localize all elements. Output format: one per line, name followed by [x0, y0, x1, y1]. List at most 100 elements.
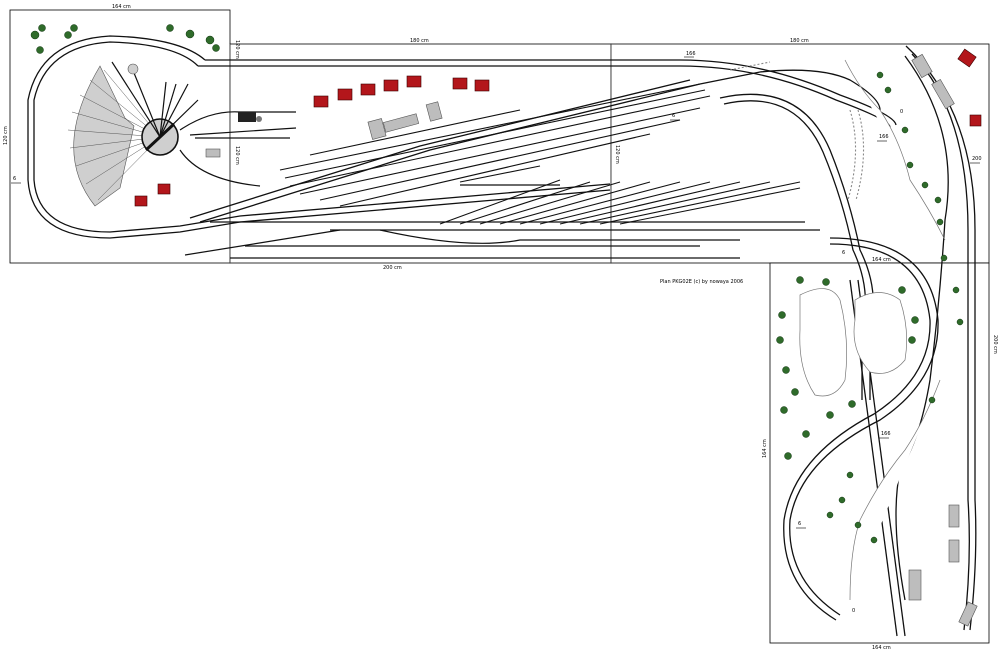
track: [789, 237, 939, 616]
dim-right-box-bottom: 164 cm: [872, 645, 891, 651]
station-building: [425, 101, 443, 122]
tree: [956, 318, 964, 326]
yard-track: [439, 179, 561, 225]
turntable-radial-tracks: [111, 61, 199, 138]
storage-track: [184, 229, 341, 256]
tree: [940, 254, 948, 262]
track: [895, 55, 949, 601]
track: [723, 100, 867, 400]
yard-track: [284, 89, 706, 179]
dim-bottom-mid: 200 cm: [383, 265, 402, 271]
tree: [884, 86, 892, 94]
tree: [822, 278, 830, 286]
track: [179, 111, 296, 131]
marker-label: 0: [900, 109, 903, 115]
industry-building: [931, 78, 955, 110]
tree: [854, 521, 862, 529]
yard-track: [339, 133, 651, 207]
hidden-track: [729, 61, 771, 71]
tree: [36, 46, 44, 54]
rock-formation: [853, 292, 907, 374]
tree: [784, 452, 792, 460]
house: [452, 77, 468, 90]
house: [406, 75, 422, 88]
house: [337, 88, 353, 101]
tree: [802, 430, 810, 438]
yard-track: [309, 109, 521, 156]
tree: [778, 311, 786, 319]
dim-top-left: 164 cm: [112, 4, 131, 10]
tree: [908, 336, 916, 344]
coal-bin: [205, 148, 221, 158]
dim-seam2: 120 cm: [614, 145, 620, 164]
yard-track: [279, 83, 701, 171]
tree: [848, 400, 856, 408]
yard-track: [619, 187, 801, 225]
tree: [205, 35, 215, 45]
markers: 166 6 166 6 200 0 166 6 6 0: [11, 51, 982, 614]
dim-top-mid: 180 cm: [410, 38, 429, 44]
industry-building: [948, 539, 960, 563]
house: [134, 195, 148, 207]
tree: [906, 161, 914, 169]
dim-seam1b: 120 cm: [234, 146, 240, 165]
yard-track: [559, 181, 741, 225]
hidden-track: [847, 109, 857, 201]
marker-label: 0: [852, 608, 855, 614]
tree: [776, 336, 784, 344]
storage-track: [379, 229, 740, 244]
house: [360, 83, 376, 96]
tree: [791, 388, 799, 396]
track: [783, 243, 931, 621]
engine-facility: [179, 111, 297, 187]
yard-track: [299, 107, 701, 195]
tree: [936, 218, 944, 226]
marker-label: 6: [798, 521, 801, 527]
yard-track: [499, 181, 651, 225]
marker-label: 6: [13, 176, 16, 182]
house: [474, 79, 490, 92]
industry-building: [911, 53, 933, 79]
board-right-top: [610, 43, 990, 264]
trees: [30, 24, 964, 544]
rock-formation: [799, 288, 847, 397]
track: [27, 35, 897, 239]
track: [179, 149, 261, 187]
yard-track: [319, 119, 681, 201]
tree: [921, 181, 929, 189]
tree: [38, 24, 46, 32]
tree: [185, 29, 195, 39]
track: [189, 127, 297, 136]
engine-shed: [238, 112, 256, 122]
tree: [901, 126, 909, 134]
dim-right-side: 200 cm: [992, 335, 998, 354]
tree: [780, 406, 788, 414]
industries: [908, 53, 978, 627]
marker-label: 6: [672, 113, 675, 119]
rock-outline: [844, 59, 946, 241]
house: [383, 79, 399, 92]
marker-label: 166: [881, 431, 891, 437]
tree: [782, 366, 790, 374]
yard-track: [519, 181, 681, 225]
tree: [166, 24, 174, 32]
tree: [212, 44, 220, 52]
industry-building: [958, 601, 978, 627]
tree: [64, 31, 72, 39]
hidden-track: [855, 109, 865, 201]
marker-label: 166: [686, 51, 696, 57]
tree: [30, 30, 40, 40]
storage-tracks: [184, 184, 820, 259]
freight-yard: [439, 179, 801, 225]
tree: [826, 411, 834, 419]
tree: [70, 24, 78, 32]
dim-right-box-top: 164 cm: [872, 257, 891, 263]
tree: [952, 286, 960, 294]
industry-building: [908, 569, 922, 601]
roundhouse-stalls: [73, 65, 135, 207]
house: [969, 114, 982, 127]
yard-track: [459, 181, 591, 225]
tree: [876, 71, 884, 79]
marker-label: 6: [842, 250, 845, 256]
sand-tower: [256, 116, 262, 122]
